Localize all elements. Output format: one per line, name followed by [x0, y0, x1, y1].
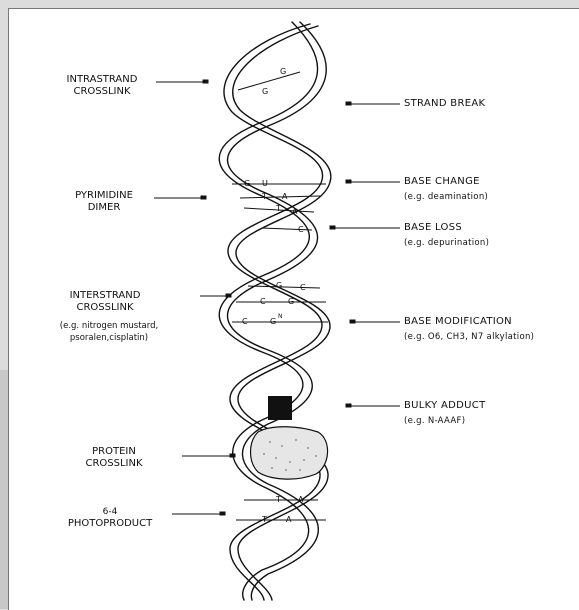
label-pyrimidine-dimer: PYRIMIDINE DIMER: [58, 190, 150, 214]
protein-crosslink-blob: [251, 427, 328, 479]
base-letter: T: [276, 494, 281, 506]
label-bulky-adduct-example: (e.g. N-AAAF): [404, 415, 465, 427]
label-base-change: BASE CHANGE: [404, 176, 480, 188]
label-interstrand-crosslink: INTERSTRAND CROSSLINK: [50, 290, 160, 314]
base-letter: A: [282, 191, 288, 203]
base-letter: G: [270, 316, 277, 328]
label-base-modification-example: (e.g. O6, CH3, N7 alkylation): [404, 331, 534, 343]
label-base-loss: BASE LOSS: [404, 222, 462, 234]
strand-a-edge-1: [219, 22, 317, 600]
base-letter: C: [300, 282, 306, 294]
strand-b-edge-1: [224, 24, 323, 600]
base-letter: U: [262, 178, 268, 190]
base-superscript: N: [278, 311, 283, 323]
label-intrastrand-crosslink: INTRASTRAND CROSSLINK: [52, 74, 152, 98]
label-photoproduct: 6-4 PHOTOPRODUCT: [52, 506, 168, 530]
base-letter: T: [262, 191, 267, 203]
label-strand-break: STRAND BREAK: [404, 98, 485, 110]
label-base-modification: BASE MODIFICATION: [404, 316, 512, 328]
label-base-change-example: (e.g. deamination): [404, 191, 488, 203]
base-letter: G: [288, 296, 295, 308]
base-letter: G: [262, 86, 269, 98]
base-letter: C: [260, 296, 266, 308]
base-letter: A: [292, 206, 298, 218]
base-letter: C: [242, 316, 248, 328]
base-letter: T: [276, 203, 281, 215]
base-letter: C: [298, 224, 304, 236]
base-letter: G: [244, 178, 251, 190]
base-letter: G: [280, 66, 287, 78]
base-letter: A: [298, 494, 304, 506]
base-letter: T: [262, 514, 267, 526]
label-bulky-adduct: BULKY ADDUCT: [404, 400, 486, 412]
label-interstrand-example: (e.g. nitrogen mustard, psoralen,cisplat…: [14, 320, 204, 344]
label-protein-crosslink: PROTEIN CROSSLINK: [64, 446, 164, 470]
bulky-adduct-block: [268, 396, 292, 420]
base-letter: G: [276, 280, 283, 292]
base-letter: A: [286, 514, 292, 526]
label-base-loss-example: (e.g. depurination): [404, 237, 489, 249]
